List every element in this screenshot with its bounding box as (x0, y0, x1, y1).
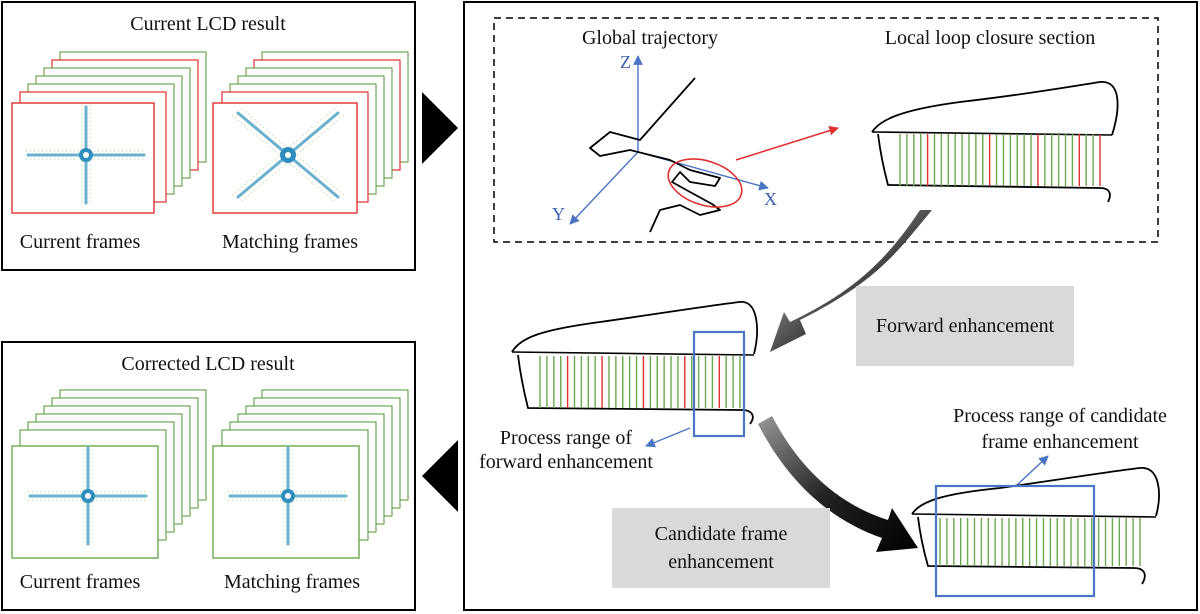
candidate-range-pointer-icon (1015, 455, 1049, 487)
corrected-lcd-title: Corrected LCD result (121, 353, 295, 375)
candidate-arrow-icon (758, 416, 918, 552)
corrected-current-frames-caption: Current frames (20, 571, 141, 593)
loop-ellipse (667, 158, 743, 208)
local-loop-label: Local loop closure section (885, 27, 1096, 49)
axis-x-label: X (764, 189, 777, 209)
current-frames-stack (11, 51, 207, 214)
forward-range-pointer-icon (645, 427, 691, 448)
forward-arrow-icon (770, 210, 932, 352)
forward-loop-section (511, 301, 758, 438)
forward-enhancement-label: Forward enhancement (876, 315, 1055, 337)
corrected-current-frames-stack (11, 389, 207, 559)
candidate-range-label-line2: frame enhancement (981, 431, 1139, 453)
corrected-matching-frames-caption: Matching frames (224, 571, 360, 593)
current-lcd-title: Current LCD result (130, 13, 286, 35)
right-arrow-icon (422, 92, 458, 164)
global-trajectory-path (589, 77, 721, 233)
forward-range-box (692, 330, 746, 438)
axis-y-label: Y (552, 204, 565, 224)
local-loop-section (871, 81, 1119, 203)
left-arrow-icon (422, 440, 458, 512)
matching-frames-caption: Matching frames (222, 231, 358, 253)
candidate-enhancement-label-line2: enhancement (668, 551, 774, 573)
corrected-lcd-panel: Corrected LCD result Current frames Matc… (1, 341, 416, 611)
candidate-range-box (934, 484, 1096, 598)
corrected-matching-frames-stack (212, 389, 409, 559)
forward-range-label-line2: forward enhancement (479, 451, 653, 473)
forward-enhancement-box (856, 286, 1074, 366)
forward-range-label-line1: Process range of (500, 427, 633, 449)
red-arrow-icon (735, 126, 839, 161)
global-trajectory-label: Global trajectory (582, 27, 718, 49)
current-frames-caption: Current frames (20, 231, 141, 253)
matching-frames-stack (212, 51, 409, 214)
candidate-loop-section (911, 467, 1160, 598)
candidate-range-label-line1: Process range of candidate (953, 405, 1167, 427)
candidate-enhancement-label-line1: Candidate frame (655, 523, 788, 545)
enhancement-panel: Global trajectory Local loop closure sec… (463, 1, 1198, 611)
candidate-enhancement-box (612, 508, 830, 588)
current-lcd-panel: Current LCD result Current frames Matchi… (1, 1, 416, 271)
axis-z-label: Z (620, 52, 631, 72)
